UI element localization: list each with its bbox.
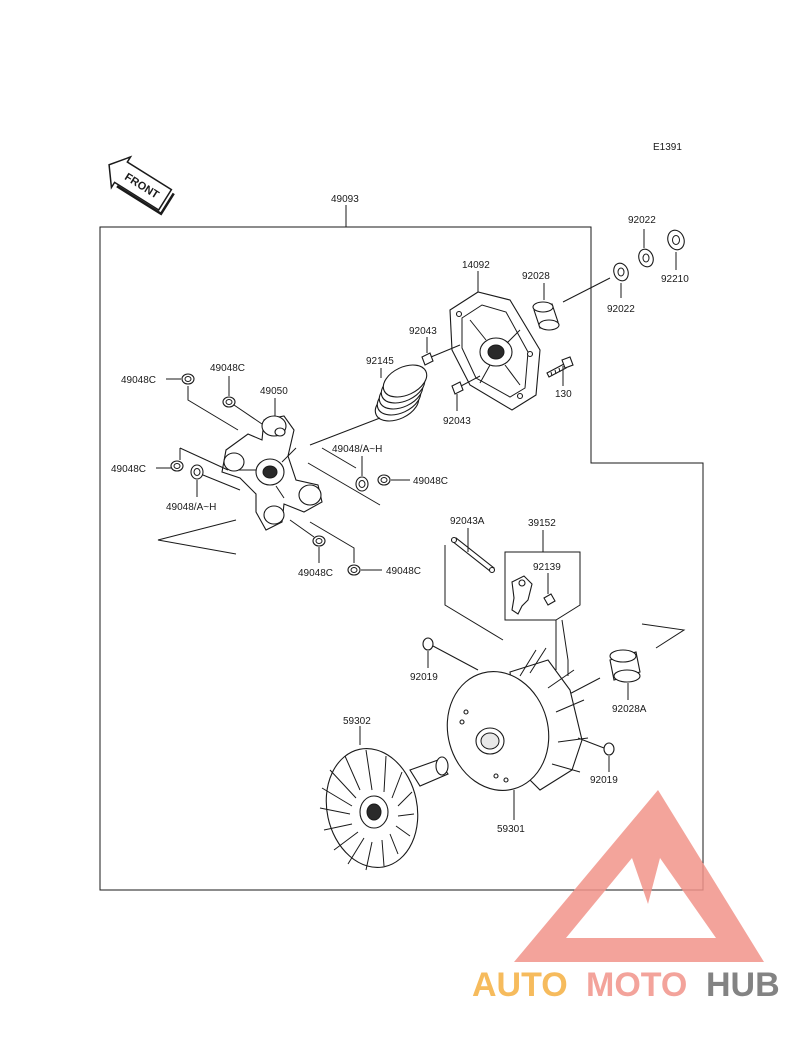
label-49050: 49050 <box>260 386 288 397</box>
pin-92043-bottom <box>451 381 464 395</box>
label-92019-left: 92019 <box>410 672 438 683</box>
spring-92145 <box>374 364 428 422</box>
roller-49048c-left <box>170 460 184 472</box>
roller-49048c-upper <box>222 396 236 408</box>
washer-92022-bottom <box>613 262 629 282</box>
roller-49048c-right <box>377 474 391 486</box>
label-49048c-left: 49048C <box>111 464 146 475</box>
bushing-92028a <box>609 649 641 683</box>
label-92043a: 92043A <box>450 516 485 527</box>
label-92043-top: 92043 <box>409 326 437 337</box>
washer-92022-top <box>638 248 654 268</box>
label-49093: 49093 <box>331 194 359 205</box>
nut-92019-left <box>422 637 434 651</box>
label-49048c-lower-right: 49048C <box>386 566 421 577</box>
spider-49050 <box>221 415 323 531</box>
label-92028: 92028 <box>522 271 550 282</box>
pin-92043a <box>450 536 496 574</box>
diagram-code: E1391 <box>653 142 682 153</box>
roller-49048c-upper-left <box>181 373 195 385</box>
watermark-logo: AUTO MOTO HUB <box>472 790 780 1004</box>
label-49048ah-right: 49048/A~H <box>332 444 382 455</box>
cover-14092 <box>449 291 541 411</box>
label-92043-bottom: 92043 <box>443 416 471 427</box>
watermark-text-moto: MOTO <box>586 966 687 1004</box>
label-92022-bottom: 92022 <box>607 304 635 315</box>
fixed-sheave-59302 <box>319 748 449 871</box>
nut-92210 <box>667 229 685 251</box>
roller-49048ah-right <box>355 476 369 492</box>
watermark-text-hub: HUB <box>706 966 780 1004</box>
roller-49048ah-left <box>190 464 204 480</box>
watermark-text-auto: AUTO <box>472 966 568 1004</box>
pin-92043-top <box>421 352 434 366</box>
label-92022-top: 92022 <box>628 215 656 226</box>
watermark-triangle-icon <box>514 790 764 962</box>
label-59302: 59302 <box>343 716 371 727</box>
label-49048c-lower: 49048C <box>298 568 333 579</box>
label-92210: 92210 <box>661 274 689 285</box>
label-92019-right: 92019 <box>590 775 618 786</box>
front-arrow-icon: FRONT <box>108 155 175 216</box>
label-92139: 92139 <box>533 562 561 573</box>
roller-49048c-lower-right <box>347 564 361 576</box>
label-92145: 92145 <box>366 356 394 367</box>
label-130: 130 <box>555 389 572 400</box>
label-49048ah-left: 49048/A~H <box>166 502 216 513</box>
assembly-frame <box>99 205 704 891</box>
label-59301: 59301 <box>497 824 525 835</box>
bearing-92028 <box>532 301 560 331</box>
roller-49048c-lower <box>312 535 326 547</box>
weight-39152 <box>511 575 533 615</box>
movable-sheave-59301 <box>446 647 589 791</box>
pin-92139 <box>543 593 556 606</box>
label-92028a: 92028A <box>612 704 647 715</box>
bolt-130 <box>546 356 574 378</box>
label-39152: 39152 <box>528 518 556 529</box>
label-14092: 14092 <box>462 260 490 271</box>
nut-92019-right <box>603 742 615 756</box>
label-49048c-upper-left: 49048C <box>121 375 156 386</box>
label-49048c-upper: 49048C <box>210 363 245 374</box>
label-49048c-right: 49048C <box>413 476 448 487</box>
